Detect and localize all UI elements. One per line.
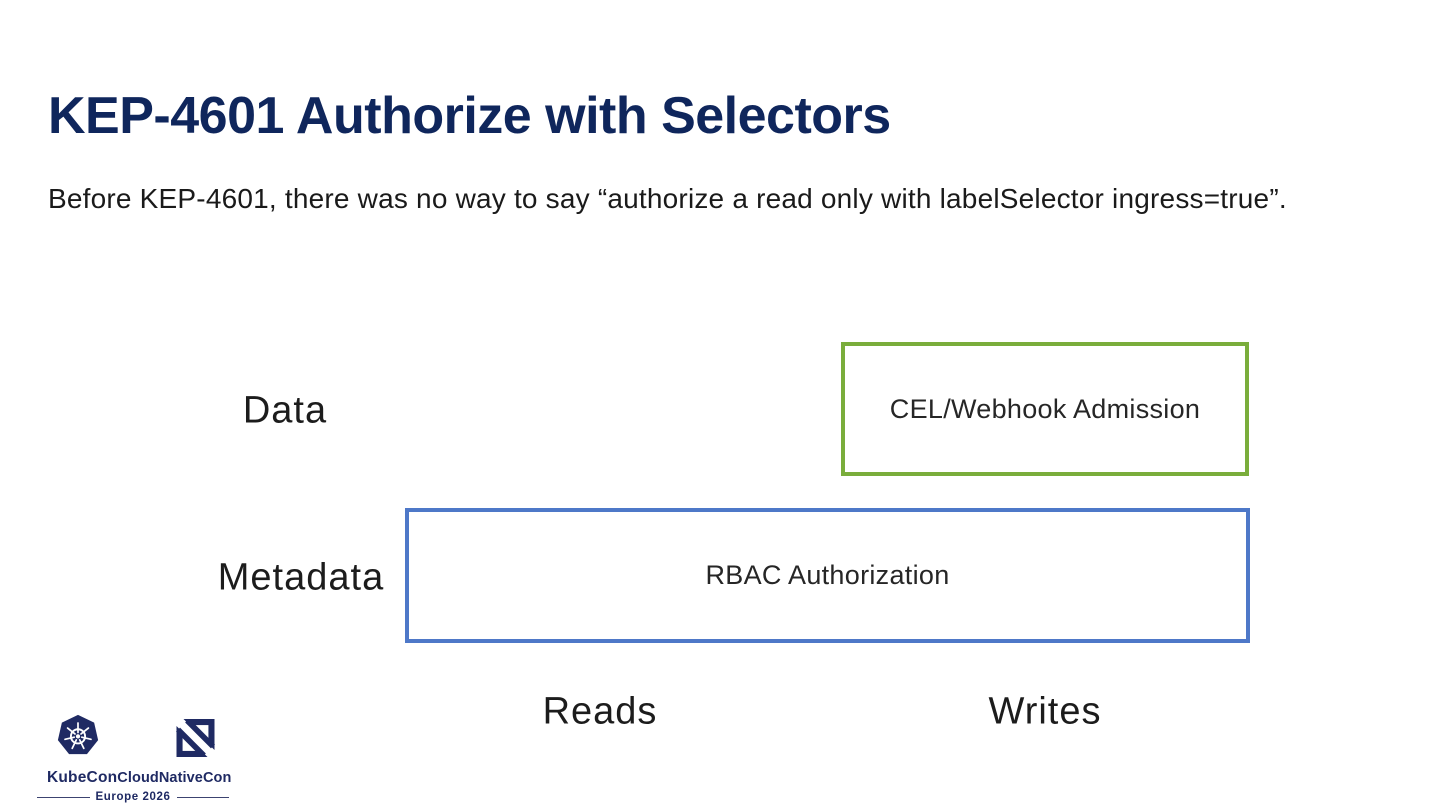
- column-label-writes: Writes: [988, 690, 1102, 733]
- cncf-cube-icon: [169, 712, 222, 764]
- kubecon-wordmark: KubeCon: [47, 769, 118, 786]
- row-label-metadata: Metadata: [217, 556, 385, 599]
- rbac-authorization-box: RBAC Authorization: [405, 508, 1250, 643]
- event-edition-label: Europe 2026: [95, 791, 171, 803]
- kubernetes-helm-icon: [55, 714, 101, 762]
- slide-subtitle: Before KEP-4601, there was no way to say…: [48, 183, 1287, 214]
- edition-rule-right: [176, 796, 229, 798]
- cloudnativecon-wordmark: CloudNativeCon: [117, 770, 232, 786]
- kubecon-cloudnativecon-logo: KubeCon CloudNativeCon Europe 2026: [37, 712, 232, 803]
- column-label-reads: Reads: [542, 690, 658, 733]
- rbac-authorization-label: RBAC Authorization: [705, 560, 950, 590]
- edition-rule-left: [37, 796, 90, 798]
- cel-webhook-admission-box: CEL/Webhook Admission: [841, 342, 1249, 476]
- slide-title: KEP-4601 Authorize with Selectors: [48, 87, 891, 145]
- cel-webhook-admission-label: CEL/Webhook Admission: [889, 393, 1201, 424]
- row-label-data: Data: [242, 389, 328, 432]
